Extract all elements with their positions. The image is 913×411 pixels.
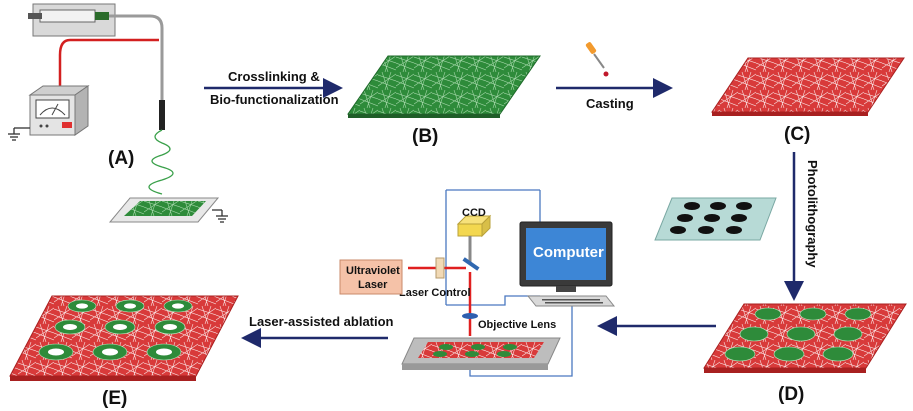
polymer-drop (603, 71, 609, 77)
mat-edge-e (10, 376, 196, 381)
syringe-body (39, 9, 96, 23)
dichroic-mirror (462, 257, 480, 271)
step-laser-ablation-label: Laser-assisted ablation (249, 314, 394, 329)
computer-label: Computer (533, 244, 604, 261)
laser-control-label: Laser Control (399, 287, 471, 299)
ablated-wells (38, 299, 193, 361)
panel-label-a: (A) (108, 148, 134, 169)
panel-d: (D) (703, 303, 907, 405)
dropper-tip (593, 53, 605, 69)
power-supply (28, 85, 90, 136)
panel-label-e: (E) (102, 388, 127, 409)
step-laser-ablation: Laser-assisted ablation (241, 314, 394, 348)
uv-laser-line2: Laser (358, 279, 388, 291)
exposed-green-spots (724, 307, 872, 362)
collected-fiber-mat (124, 201, 206, 216)
fiber-jet-spiral (148, 129, 174, 195)
mat-edge-d (704, 368, 866, 373)
panel-label-b: (B) (412, 126, 438, 147)
ccd-label: CCD (462, 207, 486, 219)
objective-lens-label: Objective Lens (478, 319, 556, 331)
mask-holes (670, 202, 752, 234)
step-crosslink-line2: Bio-functionalization (210, 92, 339, 107)
keyboard (526, 295, 616, 307)
cast-fiber-mat (711, 57, 905, 113)
step-casting-label: Casting (586, 96, 634, 111)
feed-tube (109, 14, 164, 100)
step-crosslinking: Crosslinking & Bio-functionalization (204, 69, 343, 107)
laser-control-shutter (435, 257, 445, 279)
computer-screen (526, 228, 606, 280)
computer: Computer (519, 221, 616, 307)
syringe-plunger (28, 13, 42, 19)
step-photolithography-label: Photolithography (805, 160, 820, 268)
panel-c: (C) (711, 57, 905, 145)
ground-symbol-left (8, 127, 30, 141)
laser-ablation-setup: CCD Laser Control Ultraviolet Laser Obje… (339, 189, 616, 377)
pump-display (95, 12, 109, 20)
voltmeter-dial (35, 99, 70, 119)
dropper-bulb (585, 42, 597, 54)
panel-b: (B) (347, 55, 541, 147)
mat-edge (348, 114, 500, 118)
power-indicator (62, 122, 72, 128)
control-cable (446, 295, 540, 306)
ultraviolet-laser (339, 259, 403, 295)
electrospinning-setup: (A) (8, 3, 228, 223)
ground-symbol-right (212, 209, 228, 223)
mat-edge-c (712, 112, 868, 116)
step-crosslink-line1: Crosslinking & (228, 69, 320, 84)
crosslinked-fiber-mat (347, 55, 541, 115)
step-photolithography: Photolithography (654, 152, 820, 301)
panel-label-c: (C) (784, 124, 810, 145)
spinneret-needle (159, 100, 165, 130)
panel-e: (E) (9, 295, 239, 409)
ccd-camera (457, 223, 483, 237)
high-voltage-wire (58, 38, 159, 95)
ccd-cable (445, 189, 541, 305)
stage-sample-spots (433, 344, 517, 357)
panel-label-d: (D) (778, 384, 804, 405)
uv-laser-line1: Ultraviolet (346, 265, 400, 277)
step-casting: Casting (556, 42, 673, 111)
objective-lens (462, 313, 478, 319)
